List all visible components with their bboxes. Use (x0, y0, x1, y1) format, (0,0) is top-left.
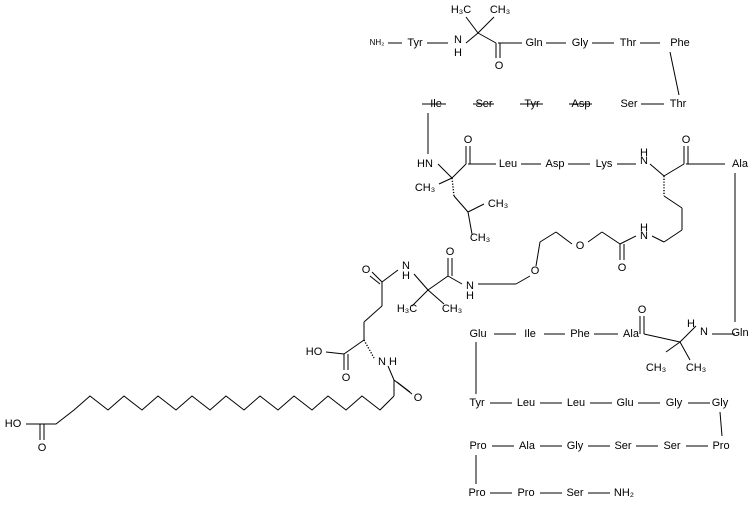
methyl-label: CH₃ (442, 303, 462, 315)
residue-tyr-2: Tyr (524, 98, 540, 110)
amide-hn: HN (417, 158, 433, 170)
residue-ser-3: Ser (663, 440, 680, 452)
carbonyl-o: O (342, 372, 351, 384)
methyl-label: CH₃ (488, 198, 508, 210)
residue-gly-2: Gly (666, 397, 683, 409)
methyl-label: H₃C (397, 303, 417, 315)
residue-leu-2: Leu (517, 397, 535, 409)
amide-n: N (402, 260, 410, 272)
amide-n: N (640, 155, 648, 167)
amide-n: N (454, 34, 462, 46)
residue-tyr-1: Tyr (407, 37, 423, 49)
carbonyl-o: O (618, 262, 627, 274)
amide-h: H (640, 222, 648, 234)
residue-gln-1: Gln (525, 37, 542, 49)
residue-ser-5: Ser (566, 487, 583, 499)
carbonyl-o: O (682, 134, 691, 146)
carbonyl-o: O (414, 392, 423, 404)
residue-pro-2: Pro (469, 440, 486, 452)
c-terminal-amide: NH₂ (614, 487, 634, 499)
residue-ser-1: Ser (620, 98, 637, 110)
carbonyl-o: O (638, 304, 647, 316)
residue-ala-3: Ala (519, 440, 536, 452)
residue-ala-1: Ala (732, 158, 749, 170)
residue-asp-1: Asp (572, 98, 591, 110)
carbonyl-o: O (495, 60, 504, 72)
amide-h: H (640, 147, 648, 159)
residue-gly-1: Gly (572, 37, 589, 49)
carbonyl-o: O (464, 134, 473, 146)
residue-gly-3: Gly (712, 397, 729, 409)
residue-gln-2: Gln (731, 327, 748, 339)
residue-glu-1: Glu (469, 328, 486, 340)
residue-ala-2: Ala (623, 328, 640, 340)
residue-leu-1: Leu (499, 158, 517, 170)
amide-h: H (687, 318, 695, 330)
hydroxyl-label: HO (306, 346, 323, 358)
amide-n: N (640, 230, 648, 242)
residue-pro-1: Pro (712, 440, 729, 452)
carbonyl-o: O (38, 442, 47, 454)
ether-o: O (531, 265, 540, 277)
n-terminal-amine: NH₂ (370, 38, 385, 47)
amide-h: H (389, 356, 397, 368)
amide-n: N (378, 356, 386, 368)
amide-h: H (454, 47, 462, 59)
atom-and-residue-labels: NH₂ Tyr N H H₃C CH₃ O Gln Gly Thr Phe Th… (5, 4, 749, 499)
residue-ser-2: Ser (475, 98, 492, 110)
residue-glu-2: Glu (616, 397, 633, 409)
amide-h: H (466, 290, 474, 302)
residue-pro-4: Pro (517, 487, 534, 499)
residue-pro-3: Pro (468, 487, 485, 499)
residue-asp-2: Asp (546, 158, 565, 170)
residue-lys-1: Lys (596, 158, 613, 170)
carbonyl-o: O (362, 264, 371, 276)
bonds (26, 16, 736, 494)
ether-o: O (576, 240, 585, 252)
residue-phe-2: Phe (570, 328, 590, 340)
hydroxyl-label: HO (5, 418, 22, 430)
methyl-label: CH₃ (415, 182, 435, 194)
methyl-label: CH₃ (470, 232, 490, 244)
residue-leu-3: Leu (567, 397, 585, 409)
residue-ile-2: Ile (524, 328, 536, 340)
carbonyl-o: O (446, 246, 455, 258)
residue-phe-1: Phe (670, 37, 690, 49)
residue-gly-4: Gly (567, 440, 584, 452)
residue-tyr-3: Tyr (469, 397, 485, 409)
residue-thr-2: Thr (670, 98, 687, 110)
methyl-label: H₃C (451, 4, 471, 16)
residue-thr-1: Thr (620, 37, 637, 49)
residue-ser-4: Ser (614, 440, 631, 452)
methyl-label: CH₃ (686, 362, 706, 374)
methyl-label: CH₃ (646, 362, 666, 374)
residue-ile-1: Ile (430, 98, 442, 110)
amide-h: H (402, 270, 410, 282)
amide-n: N (466, 280, 474, 292)
amide-n: N (700, 326, 708, 338)
methyl-label: CH₃ (490, 4, 510, 16)
